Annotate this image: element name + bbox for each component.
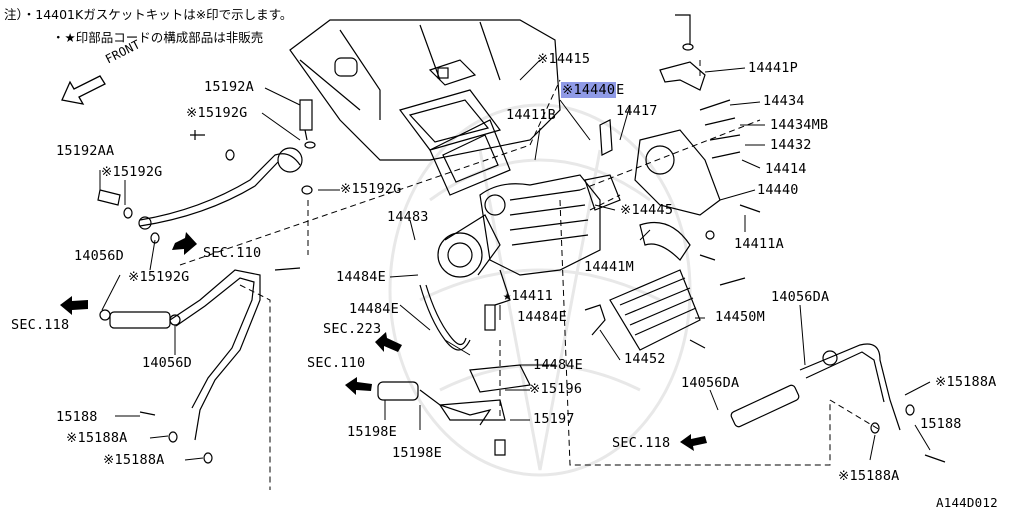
label-15196: ※15196 (529, 381, 583, 397)
highlight-14440: ※14440 (561, 82, 617, 98)
label-15198E-a: 15198E (347, 424, 397, 440)
pipe-14056DA (730, 343, 901, 431)
label-14434MB: 14434MB (770, 117, 829, 133)
reference-lines (179, 60, 881, 490)
label-14440: 14440 (757, 182, 799, 198)
gasket-14415 (429, 119, 511, 196)
front-arrow (61, 75, 106, 105)
label-14056D-a: 14056D (74, 248, 124, 264)
label-sec118-a: SEC.118 (11, 317, 70, 333)
heat-shield-14441M (639, 221, 691, 261)
turbocharger (437, 174, 601, 306)
label-sec110-b: SEC.110 (307, 355, 366, 371)
label-14432: 14432 (770, 137, 812, 153)
label-15188A-d: ※15188A (838, 468, 900, 484)
label-14056DA-a: 14056DA (771, 289, 830, 305)
section-arrows (60, 232, 707, 451)
label-14411: ★14411 (503, 288, 553, 304)
bolts (97, 14, 946, 463)
heat-shield-14441P (659, 61, 706, 91)
label-15192AA: 15192AA (56, 143, 115, 159)
label-15192G-d: ※15192G (128, 269, 190, 285)
label-15188: 15188 (56, 409, 98, 425)
label-15197: 15197 (533, 411, 575, 427)
label-14452: 14452 (624, 351, 666, 367)
heat-shield-14450M (609, 269, 701, 351)
exhaust-outlet-14440 (584, 129, 721, 216)
diagram-code: A144D012 (936, 495, 998, 510)
label-14483: 14483 (387, 209, 429, 225)
label-14440E: ※14440E (561, 82, 625, 98)
label-15192G-c: ※15192G (340, 181, 402, 197)
label-15188A-a: ※15188A (66, 430, 128, 446)
label-14484E-a: 14484E (336, 269, 386, 285)
arrow-sec110-a (172, 232, 197, 255)
arrow-sec118-b (680, 434, 707, 451)
label-15192G-a: ※15192G (186, 105, 248, 121)
label-14441P: 14441P (748, 60, 798, 76)
label-14441M: 14441M (584, 259, 634, 275)
note-line-2: ・★印部品コードの構成部品は非販売 (52, 30, 264, 45)
label-14484E-d: 14484E (533, 357, 583, 373)
label-14450M: 14450M (715, 309, 765, 325)
label-14445: ※14445 (620, 202, 674, 218)
label-15192G-b: ※15192G (101, 164, 163, 180)
label-sec110-a: SEC.110 (203, 245, 262, 261)
engine-block (289, 19, 561, 161)
label-15198E-b: 15198E (392, 445, 442, 461)
oil-pipe-left (138, 147, 303, 230)
label-15192A: 15192A (204, 79, 254, 95)
label-15188A-c: ※15188A (935, 374, 997, 390)
label-sec118-b: SEC.118 (612, 435, 671, 451)
label-14056DA-b: 14056DA (681, 375, 740, 391)
label-14434: 14434 (763, 93, 805, 109)
watermark-emblem (388, 103, 692, 477)
arrow-sec110-b (345, 377, 372, 395)
label-15188A-b: ※15188A (103, 452, 165, 468)
label-14411B: 14411B (506, 107, 556, 123)
label-15188-b: 15188 (920, 416, 962, 432)
label-sec223: SEC.223 (323, 321, 382, 337)
arrow-sec118-a (60, 296, 88, 315)
label-14056D-b: 14056D (142, 355, 192, 371)
arrow-sec223 (375, 332, 402, 352)
washers (123, 43, 915, 464)
note-line-1: 注）・14401Kガスケットキットは※印で示します。 (4, 7, 293, 22)
label-14414: 14414 (765, 161, 807, 177)
label-14484E-c: 14484E (517, 309, 567, 325)
brackets (438, 119, 613, 421)
label-14411A: 14411A (734, 236, 784, 252)
leader-lines (99, 59, 931, 461)
label-14484E-b: 14484E (349, 301, 399, 317)
label-14415: ※14415 (537, 51, 591, 67)
label-14417: 14417 (616, 103, 658, 119)
